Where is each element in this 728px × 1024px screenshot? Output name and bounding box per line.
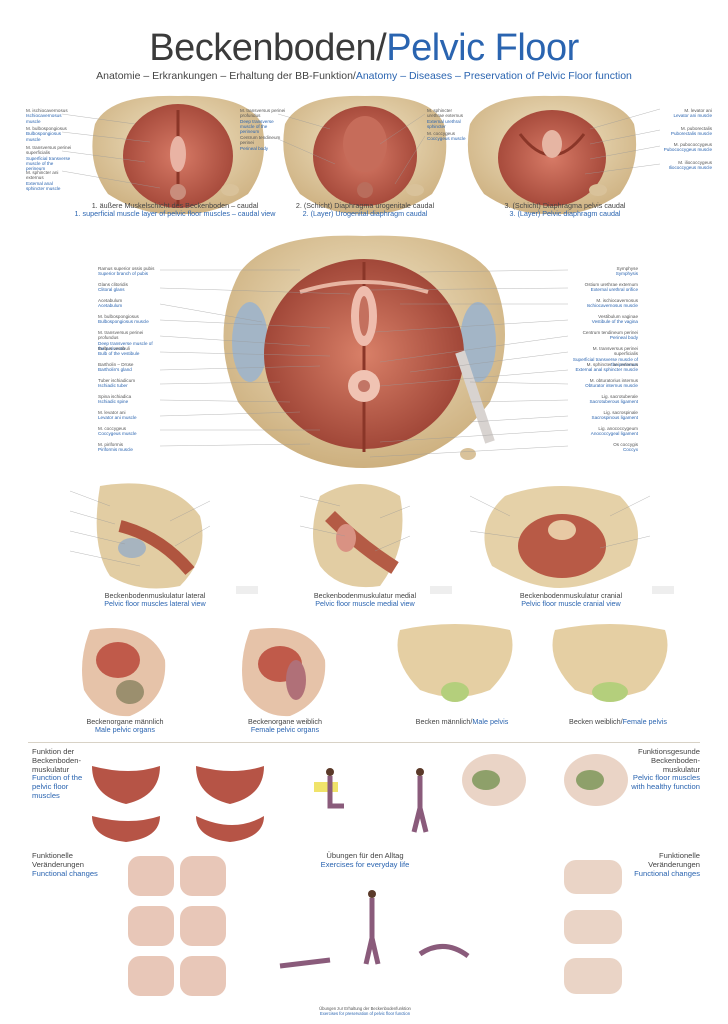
lateral-view-image bbox=[96, 483, 203, 589]
healthy-function-images bbox=[462, 754, 628, 806]
organs-row-illustrations bbox=[82, 624, 668, 717]
center-pelvic-floor-illustration bbox=[159, 235, 569, 468]
mid-orientation-icons bbox=[236, 586, 674, 594]
male-organs-image bbox=[82, 628, 166, 717]
caption-layer2: 2. (Schicht) Diaphragma urogenitale caud… bbox=[295, 201, 435, 219]
page-subtitle: Anatomie – Erkrankungen – Erhaltung der … bbox=[0, 70, 728, 82]
mid-row-illustrations bbox=[69, 483, 674, 594]
title-de: Beckenboden/ bbox=[149, 27, 387, 69]
page-title: Beckenboden/Pelvic Floor bbox=[0, 28, 728, 68]
functional-changes-left-images bbox=[128, 856, 226, 996]
title-en: Pelvic Floor bbox=[386, 27, 579, 69]
function-row-illustrations bbox=[92, 754, 628, 842]
functional-changes-right-images bbox=[564, 860, 622, 994]
male-pelvis-image bbox=[397, 624, 513, 702]
exercise-figures-image bbox=[279, 890, 470, 969]
medial-view-image bbox=[313, 484, 403, 588]
orientation-icons bbox=[221, 184, 607, 196]
caption-female-pelvis: Becken weiblich/Female pelvis bbox=[569, 717, 667, 726]
top-row-illustrations bbox=[61, 95, 661, 215]
pelvic-floor-layer2-image bbox=[283, 95, 447, 215]
female-organs-image bbox=[242, 628, 326, 717]
caption-male-pelvis: Becken männlich/Male pelvis bbox=[415, 717, 509, 726]
caption-layer1: 1. äußere Muskelschicht des Beckenboden … bbox=[74, 201, 276, 219]
subtitle-en: Anatomy – Diseases – Preservation of Pel… bbox=[355, 70, 632, 82]
bottom-row-illustrations bbox=[128, 856, 622, 996]
pelvic-floor-layer3-image bbox=[467, 95, 637, 215]
pelvic-floor-layer1-image bbox=[92, 95, 265, 215]
divider bbox=[28, 742, 700, 743]
subtitle-de: Anatomie – Erkrankungen – Erhaltung der … bbox=[96, 70, 356, 82]
female-pelvis-image bbox=[552, 624, 668, 702]
cranial-view-image bbox=[484, 486, 638, 588]
function-muscle-images bbox=[92, 766, 264, 842]
exercise-footer: Übungen zur Erhaltung der Beckenbodenfun… bbox=[319, 1006, 411, 1016]
woman-figures-image bbox=[314, 768, 429, 833]
